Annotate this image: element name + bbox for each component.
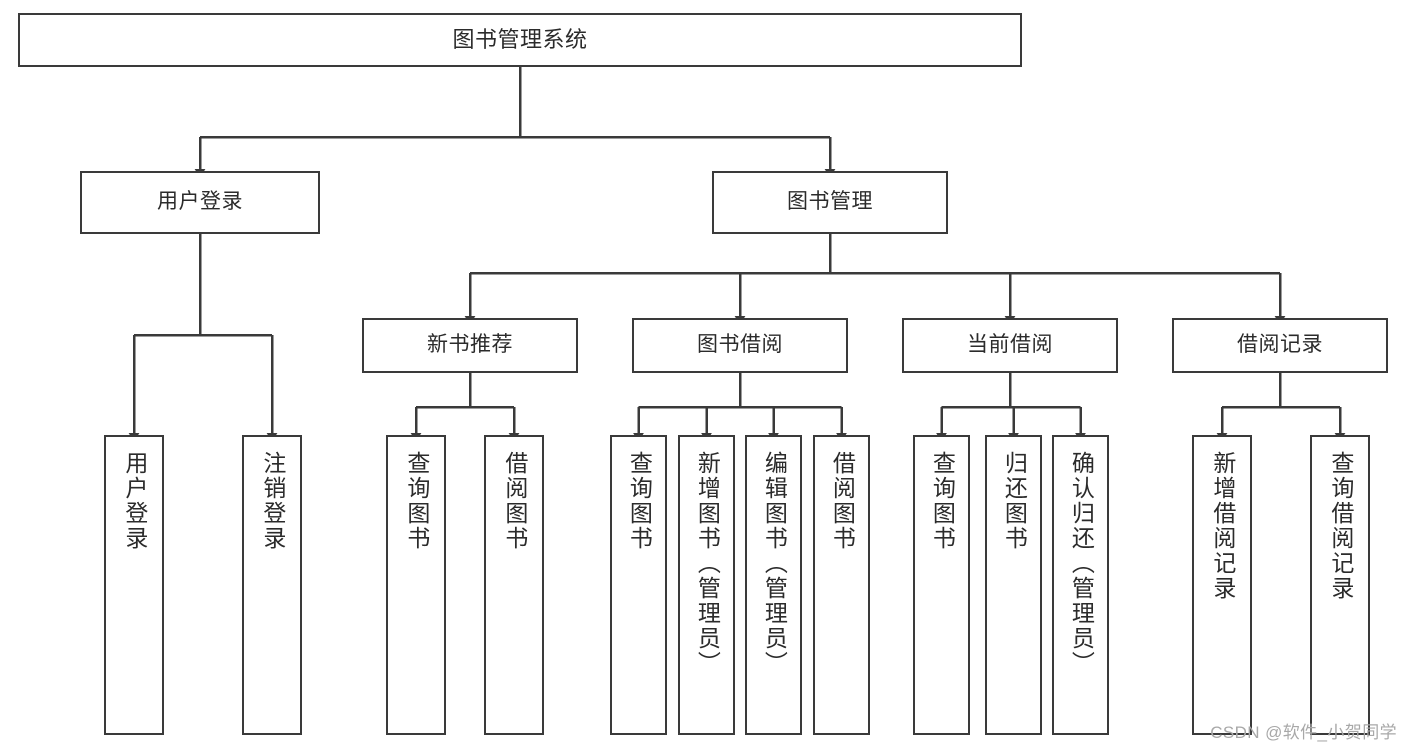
node-leaf-rec-borrow[interactable]: 借阅图书 — [484, 435, 544, 735]
node-current-borrow[interactable]: 当前借阅 — [902, 318, 1118, 373]
node-label: 确认归还（管理员） — [1068, 451, 1095, 676]
node-leaf-cur-query[interactable]: 查询图书 — [913, 435, 970, 735]
node-leaf-rec-query[interactable]: 查询图书 — [386, 435, 446, 735]
node-label: 借阅图书 — [829, 451, 856, 551]
node-label: 查询图书 — [626, 451, 653, 551]
node-label: 注销登录 — [259, 451, 286, 551]
node-leaf-user-login[interactable]: 用户登录 — [104, 435, 164, 735]
node-label: 归还图书 — [1001, 451, 1028, 551]
node-label: 图书管理 — [787, 190, 873, 214]
node-leaf-borrow-edit[interactable]: 编辑图书（管理员） — [745, 435, 802, 735]
node-new-book-rec[interactable]: 新书推荐 — [362, 318, 578, 373]
node-label: 新增借阅记录 — [1209, 451, 1236, 601]
node-leaf-borrow-add[interactable]: 新增图书（管理员） — [678, 435, 735, 735]
node-label: 新增图书（管理员） — [694, 451, 721, 676]
node-leaf-rec-query2[interactable]: 查询借阅记录 — [1310, 435, 1370, 735]
node-label: 图书借阅 — [697, 333, 783, 357]
node-label: 当前借阅 — [967, 333, 1053, 357]
node-label: 借阅图书 — [501, 451, 528, 551]
node-leaf-user-logout[interactable]: 注销登录 — [242, 435, 302, 735]
node-label: 查询图书 — [403, 451, 430, 551]
node-leaf-rec-add[interactable]: 新增借阅记录 — [1192, 435, 1252, 735]
node-leaf-cur-return[interactable]: 归还图书 — [985, 435, 1042, 735]
node-label: 查询借阅记录 — [1327, 451, 1354, 601]
node-leaf-cur-confirm[interactable]: 确认归还（管理员） — [1052, 435, 1109, 735]
node-borrow-record[interactable]: 借阅记录 — [1172, 318, 1388, 373]
node-label: 用户登录 — [121, 451, 148, 551]
node-label: 编辑图书（管理员） — [761, 451, 788, 676]
node-label: 用户登录 — [157, 190, 243, 214]
edges-group — [128, 67, 1346, 442]
node-leaf-borrow-query[interactable]: 查询图书 — [610, 435, 667, 735]
node-label: 查询图书 — [929, 451, 956, 551]
node-root[interactable]: 图书管理系统 — [18, 13, 1022, 67]
node-book-borrow[interactable]: 图书借阅 — [632, 318, 848, 373]
node-leaf-borrow-do[interactable]: 借阅图书 — [813, 435, 870, 735]
node-label: 图书管理系统 — [452, 27, 588, 53]
node-user-login[interactable]: 用户登录 — [80, 171, 320, 234]
node-label: 借阅记录 — [1237, 333, 1323, 357]
node-book-manage[interactable]: 图书管理 — [712, 171, 948, 234]
csdn-watermark: CSDN @软件_小贺同学 — [1210, 723, 1397, 742]
node-label: 新书推荐 — [427, 333, 513, 357]
